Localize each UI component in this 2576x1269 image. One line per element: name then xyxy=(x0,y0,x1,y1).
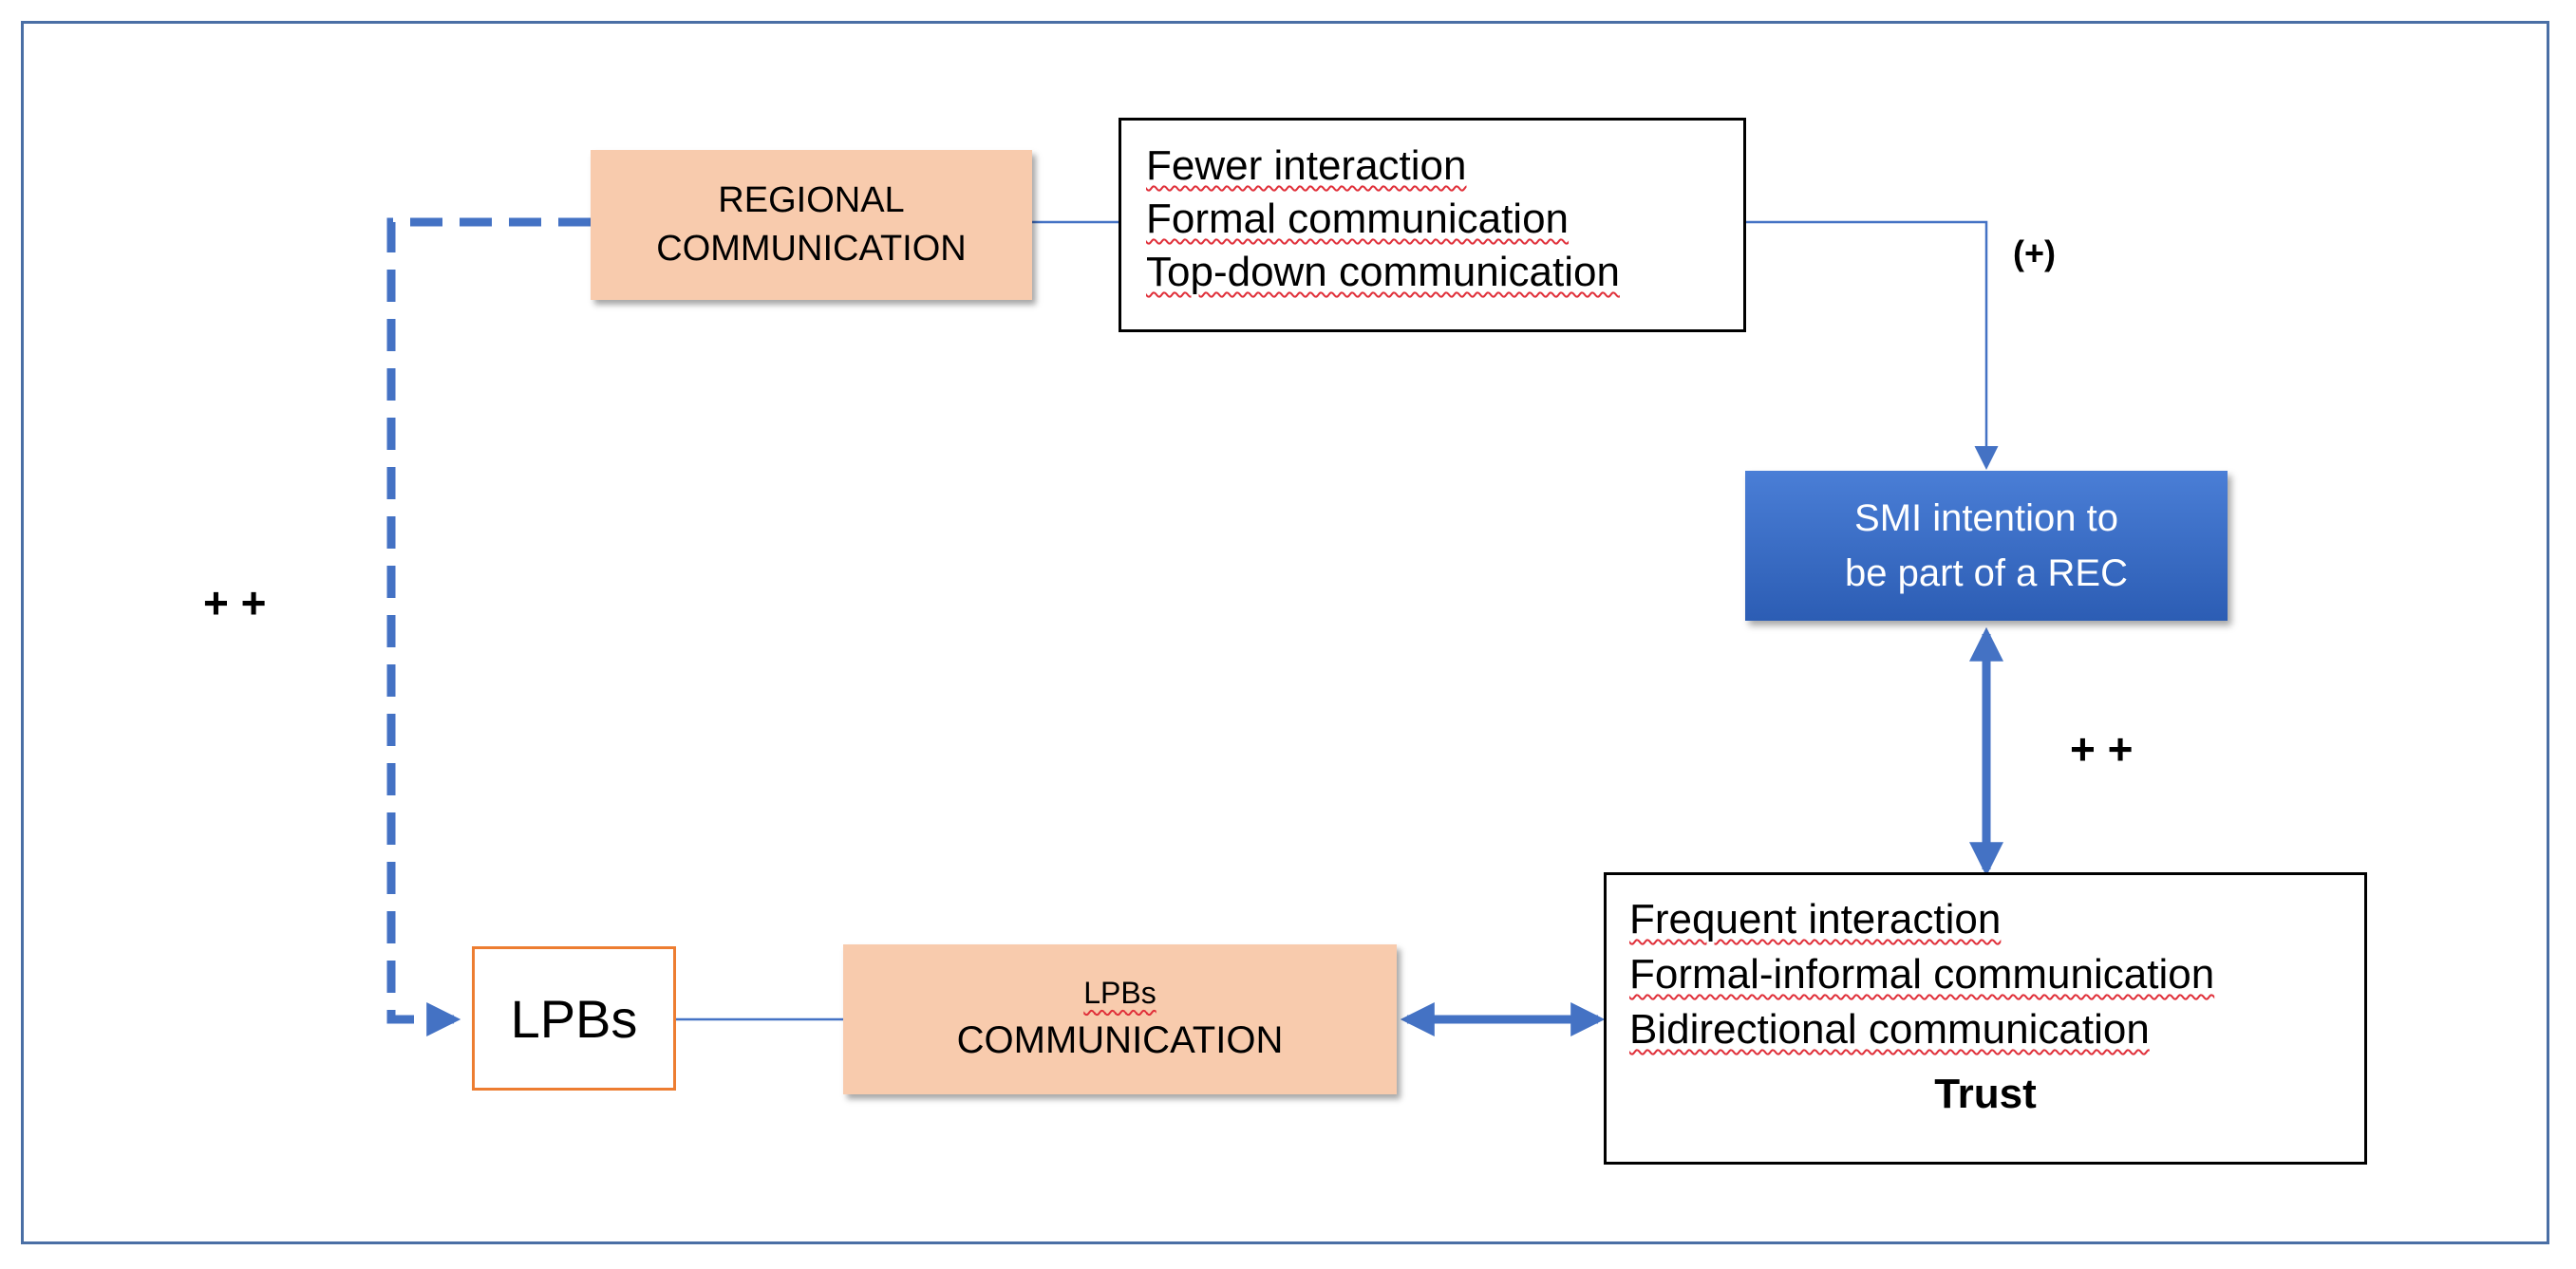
regional-trait-3: Top-down communication xyxy=(1146,249,1620,295)
lpbs-trait-2: Formal-informal communication xyxy=(1629,951,2215,998)
effect-label-top: (+) xyxy=(2013,233,2056,272)
regional-trait-2: Formal communication xyxy=(1146,196,1570,242)
regional-communication-box: REGIONAL COMMUNICATION xyxy=(591,150,1032,300)
regional-traits-box: Fewer interaction Formal communication T… xyxy=(1119,118,1746,332)
effect-label-right: + + xyxy=(2070,724,2134,774)
smi-intention-line1: SMI intention to xyxy=(1854,497,2118,539)
connector-traits-to-smi xyxy=(1746,220,1999,470)
effect-label-left: + + xyxy=(203,578,267,627)
lpbs-trait-3: Bidirectional communication xyxy=(1629,1006,2150,1053)
smi-intention-box: SMI intention to be part of a REC xyxy=(1745,471,2228,621)
lpbs-communication-line1: LPBs xyxy=(1083,976,1156,1011)
lpbs-communication-box: LPBs COMMUNICATION xyxy=(843,944,1397,1094)
diagram-frame xyxy=(21,21,2549,1244)
lpbs-box: LPBs xyxy=(472,946,676,1091)
lpbs-communication-line2: COMMUNICATION xyxy=(956,1018,1284,1061)
trust-label: Trust xyxy=(1934,1071,2037,1117)
dashed-connector-regional-to-lpbs xyxy=(386,217,591,1036)
lpbs-trait-1: Frequent interaction xyxy=(1629,896,2002,942)
regional-trait-1: Fewer interaction xyxy=(1146,142,1467,189)
lpbs-traits-box: Frequent interaction Formal-informal com… xyxy=(1604,872,2367,1165)
regional-communication-line1: REGIONAL xyxy=(718,179,905,220)
regional-communication-line2: COMMUNICATION xyxy=(656,229,967,269)
smi-intention-line2: be part of a REC xyxy=(1845,552,2128,594)
lpbs-label: LPBs xyxy=(510,988,638,1049)
